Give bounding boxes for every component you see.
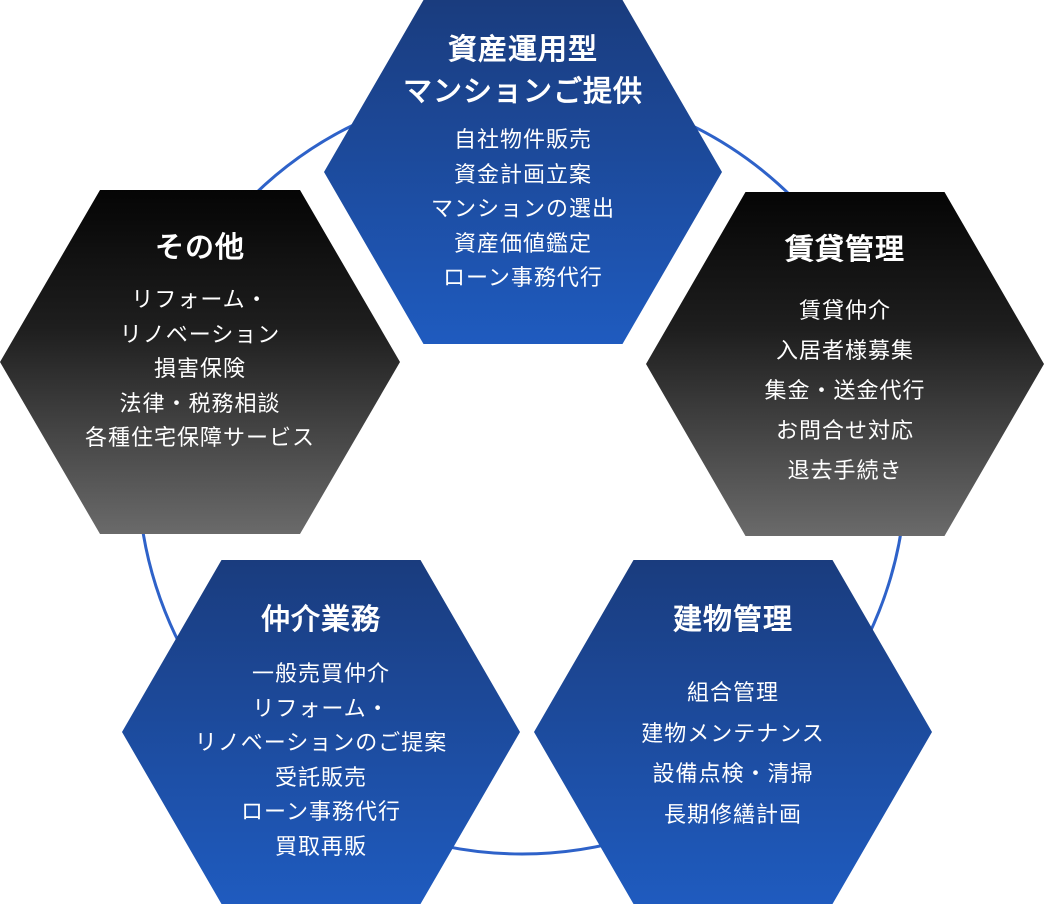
hex-asset-management: 資産運用型 マンションご提供 自社物件販売 資金計画立案 マンションの選出 資産… [324,0,722,344]
service-item: 損害保険 [153,357,246,382]
service-item: ローン事務代行 [443,266,603,291]
service-item: マンションの選出 [430,197,615,222]
service-item: 建物メンテナンス [641,721,825,747]
service-item: 資産価値鑑定 [453,231,592,257]
service-item: リフォーム・ [252,696,390,722]
hex-asset-management-title: 資産運用型 マンションご提供 [403,28,643,112]
service-item: 受託販売 [274,765,367,791]
service-item: 資金計画立案 [453,162,592,188]
hex-brokerage: 仲介業務 一般売買仲介 リフォーム・ リノベーションのご提案 受託販売 ローン事… [122,560,520,904]
service-item: 一般売買仲介 [251,662,390,687]
service-item: ローン事務代行 [241,800,401,825]
hex-other: その他 リフォーム・ リノベーション 損害保険 法律・税務相談 各種住宅保障サー… [0,190,400,534]
hex-other-title: その他 [155,226,245,268]
service-item: リフォーム・ [131,288,269,313]
hex-rental-management: 賃貸管理 賃貸仲介 入居者様募集 集金・送金代行 お問合せ対応 退去手続き [646,192,1044,536]
service-item: 自社物件販売 [453,128,592,153]
hex-building-management-items: 組合管理 建物メンテナンス 設備点検・清掃 長期修繕計画 [641,674,825,836]
title-line: 賃貸管理 [784,232,905,266]
service-item: 退去手続き [787,459,903,484]
title-line: 建物管理 [672,602,793,636]
title-line: 仲介業務 [260,602,381,636]
service-item: リノベーション [119,322,281,348]
hex-brokerage-title: 仲介業務 [261,598,381,640]
service-item: 長期修繕計画 [663,802,802,828]
hex-rental-management-title: 賃貸管理 [785,228,905,270]
title-line: 資産運用型 [447,32,598,66]
hex-other-items: リフォーム・ リノベーション 損害保険 法律・税務相談 各種住宅保障サービス [85,284,315,457]
service-item: 買取再販 [274,834,367,860]
hex-rental-management-items: 賃貸仲介 入居者様募集 集金・送金代行 お問合せ対応 退去手続き [764,292,925,492]
service-item: 組合管理 [686,681,779,706]
service-item: リノベーションのご提案 [194,731,448,756]
service-item: 賃貸仲介 [798,299,891,324]
service-item: 法律・税務相談 [119,391,281,417]
hex-brokerage-items: 一般売買仲介 リフォーム・ リノベーションのご提案 受託販売 ローン事務代行 買… [195,658,448,865]
hex-asset-management-items: 自社物件販売 資金計画立案 マンションの選出 資産価値鑑定 ローン事務代行 [431,124,615,297]
service-item: 設備点検・清掃 [652,762,814,787]
service-item: 集金・送金代行 [764,379,926,404]
title-line: その他 [154,230,245,264]
hex-building-management: 建物管理 組合管理 建物メンテナンス 設備点検・清掃 長期修繕計画 [534,560,932,904]
hex-building-management-title: 建物管理 [673,598,793,640]
service-item: お問合せ対応 [775,419,914,444]
service-item: 入居者様募集 [775,339,914,364]
title-line: マンションご提供 [402,74,643,108]
service-item: 各種住宅保障サービス [84,426,315,451]
